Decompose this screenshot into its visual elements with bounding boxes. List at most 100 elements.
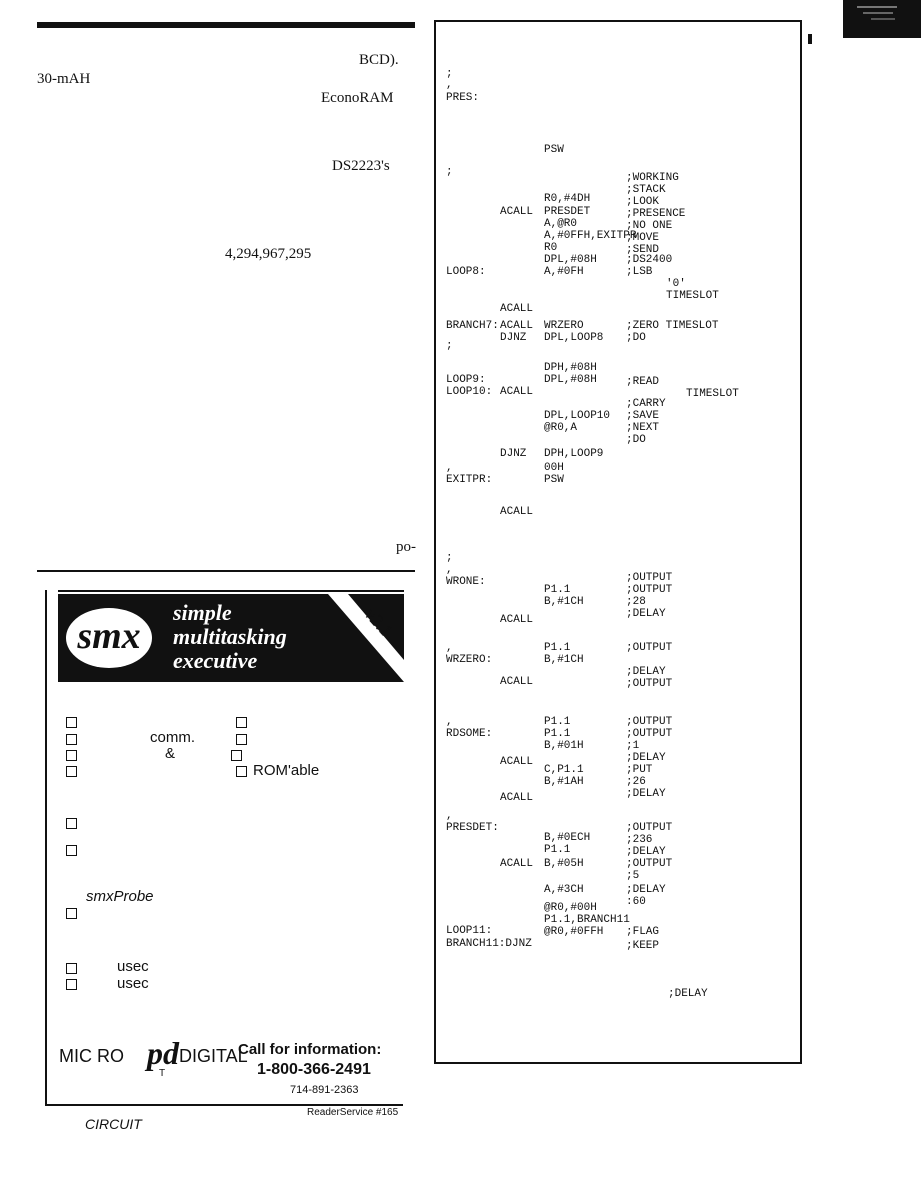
- code-label: RDSOME:: [446, 728, 493, 740]
- code-operand: @R0,A: [544, 422, 578, 434]
- code-label: ;: [446, 166, 453, 178]
- code-operand: DPL,#08H: [544, 254, 597, 266]
- call-for-information: Call for information:: [238, 1041, 382, 1058]
- tagline-simple: simple: [173, 600, 232, 625]
- phone-alternate: 714-891-2363: [290, 1084, 359, 1096]
- code-label: BRANCH11:DJNZ: [446, 938, 532, 950]
- code-comment: ;236: [626, 834, 653, 846]
- code-comment: ;READ: [626, 376, 660, 388]
- smx-advertisement: smx simple multitasking executive v2.1 c…: [45, 590, 404, 1106]
- code-comment: ;NEXT: [626, 422, 660, 434]
- code-operand: PSW: [544, 474, 564, 486]
- code-label: ,: [446, 810, 453, 822]
- code-operand: P1.1,BRANCH11: [544, 914, 630, 926]
- feature-romable: ROM'able: [253, 762, 320, 779]
- company-logo-mark: pd: [147, 1035, 179, 1071]
- feature-checkbox-4: [66, 766, 77, 777]
- code-operand: R0: [544, 242, 558, 254]
- feature-checkbox-11: [66, 908, 77, 919]
- code-mnemonic: DJNZ: [500, 332, 527, 344]
- top-rule: [37, 22, 415, 28]
- feature-checkbox-6: [236, 734, 247, 745]
- code-comment: ;FLAG: [626, 926, 660, 938]
- phone-toll-free: 1-800-366-2491: [257, 1061, 371, 1078]
- code-operand: B,#01H: [544, 740, 584, 752]
- code-comment: ;OUTPUT: [626, 678, 673, 690]
- feature-checkbox-3: [66, 750, 77, 761]
- code-label: ,: [446, 564, 453, 576]
- code-comment: ;MOVE: [626, 232, 660, 244]
- code-comment: ;OUTPUT: [626, 572, 673, 584]
- code-label: WRONE:: [446, 576, 486, 588]
- timing-checkbox-2: [66, 979, 77, 990]
- code-comment: ;OUTPUT: [626, 822, 673, 834]
- code-label: ,: [446, 462, 453, 474]
- code-comment: ;SEND: [626, 244, 660, 256]
- code-comment: ;DELAY: [668, 988, 708, 1000]
- code-label: PRES:: [446, 92, 480, 104]
- code-operand: @R0,#00H: [544, 902, 597, 914]
- feature-checkbox-5: [236, 717, 247, 728]
- code-mnemonic: ACALL: [500, 756, 534, 768]
- code-operand: C,P1.1: [544, 764, 584, 776]
- code-operand: WRZERO: [544, 320, 584, 332]
- smx-logo-oval: [66, 608, 152, 668]
- code-comment: ;5: [626, 870, 640, 882]
- code-comment: ;KEEP: [626, 940, 660, 952]
- code-mnemonic: ACALL: [500, 614, 534, 626]
- code-mnemonic: ACALL: [500, 506, 534, 518]
- text-fragment-bcd: BCD).: [359, 52, 399, 68]
- code-listing-panel: ;,PRES:;LOOP8:BRANCH7:;LOOP9:LOOP10:,EXI…: [434, 20, 802, 1064]
- code-comment: ;PRESENCE: [626, 208, 686, 220]
- code-comment: ;NO ONE: [626, 220, 673, 232]
- code-comment: ;DELAY: [626, 788, 666, 800]
- code-comment: ;STACK: [626, 184, 666, 196]
- feature-checkbox-2: [66, 734, 77, 745]
- code-operand: DPH,LOOP9: [544, 448, 604, 460]
- code-label: PRESDET:: [446, 822, 499, 834]
- version-corner: [328, 594, 404, 682]
- code-comment: TIMESLOT: [686, 388, 739, 400]
- code-comment: ;26: [626, 776, 646, 788]
- column-divider-rule: [37, 570, 415, 572]
- code-mnemonic: ACALL: [500, 320, 534, 332]
- code-comment: ;OUTPUT: [626, 728, 673, 740]
- code-label: LOOP9:: [446, 374, 486, 386]
- code-comment: ;DO: [626, 332, 646, 344]
- tagline-multitasking: multitasking: [173, 624, 287, 649]
- code-mnemonic: ACALL: [500, 303, 534, 315]
- company-name-left: MIC RO: [59, 1046, 124, 1066]
- ad-top-rule: [58, 590, 404, 592]
- code-mnemonic: ACALL: [500, 206, 534, 218]
- code-operand: DPL,LOOP10: [544, 410, 611, 422]
- code-comment: ;DELAY: [626, 666, 666, 678]
- code-comment: ;28: [626, 596, 646, 608]
- code-comment: ;DELAY: [626, 752, 666, 764]
- code-mnemonic: DJNZ: [500, 448, 527, 460]
- code-comment: ;LSB: [626, 266, 653, 278]
- code-label: ;: [446, 340, 453, 352]
- code-comment: '0': [666, 278, 686, 290]
- smx-logo-text: smx: [77, 615, 141, 657]
- code-mnemonic: ACALL: [500, 792, 534, 804]
- code-comment: ;WORKING: [626, 172, 679, 184]
- code-comment: TIMESLOT: [666, 290, 719, 302]
- timing-unit-1: usec: [117, 958, 149, 975]
- code-operand: @R0,#0FFH: [544, 926, 604, 938]
- feature-comm: comm.: [150, 729, 195, 746]
- code-comment: ;LOOK: [626, 196, 660, 208]
- company-name-right: DIGITAL: [179, 1046, 248, 1066]
- code-operand: P1.1: [544, 642, 571, 654]
- code-label: EXITPR:: [446, 474, 493, 486]
- code-comment: ;DELAY: [626, 608, 666, 620]
- code-comment: :60: [626, 896, 646, 908]
- code-operand: B,#1AH: [544, 776, 584, 788]
- code-comment: ;OUTPUT: [626, 858, 673, 870]
- code-mnemonic: ACALL: [500, 386, 534, 398]
- code-operand: DPL,LOOP8: [544, 332, 604, 344]
- code-label: ;: [446, 552, 453, 564]
- code-comment: ;OUTPUT: [626, 716, 673, 728]
- text-fragment-30mah: 30-mAH: [37, 71, 91, 87]
- code-operand: A,@R0: [544, 218, 578, 230]
- text-fragment-ds2223: DS2223's: [332, 158, 390, 174]
